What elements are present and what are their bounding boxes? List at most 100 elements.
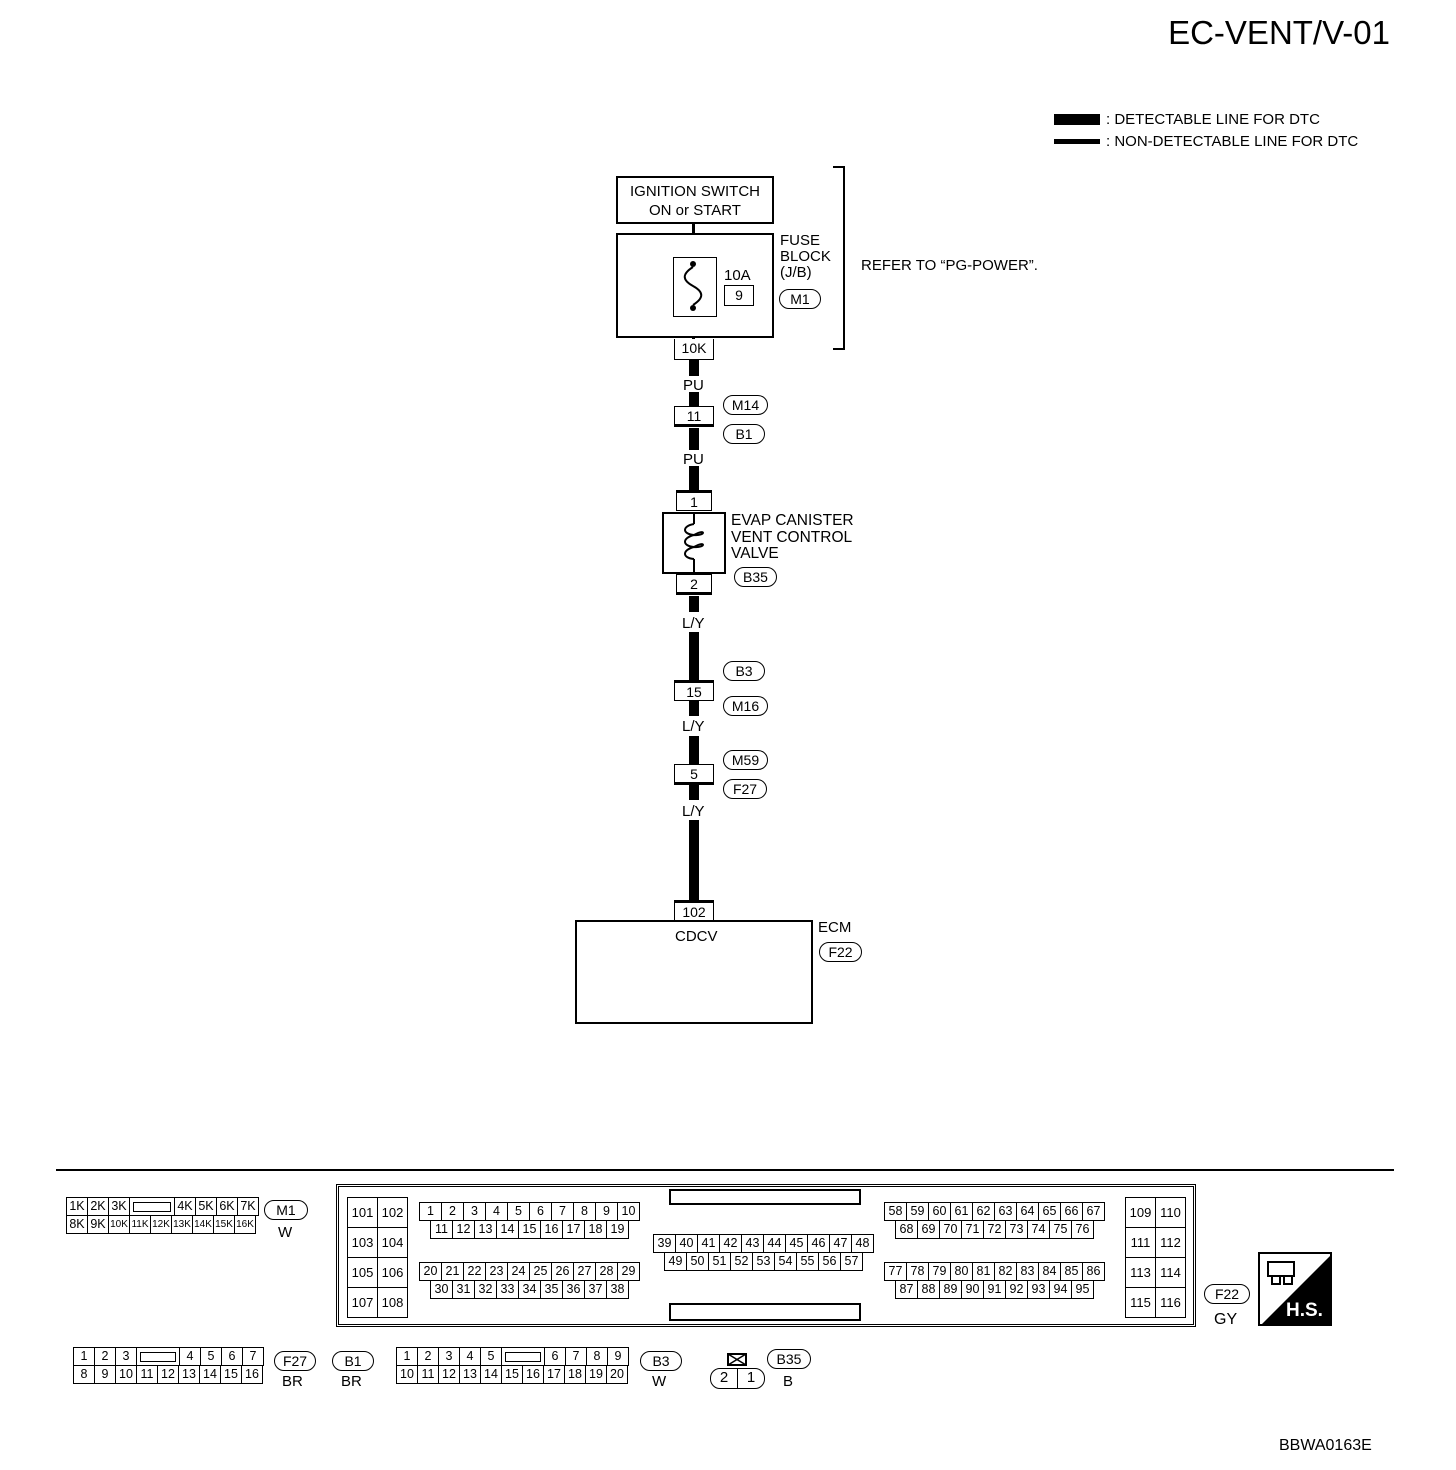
fuse-block-label-2: BLOCK [780,248,831,265]
connector-pin-cell: 1 [419,1202,442,1221]
connector-pin-cell: 12 [157,1365,179,1384]
connector-pin-cell: 50 [686,1252,709,1271]
joint-pin-5: 5 [674,764,714,785]
connector-pin-cell: 2 [417,1347,439,1366]
connector-tag-b35: B35 [734,567,777,587]
connector-pin-cell: 94 [1049,1280,1072,1299]
wire-ly-1a [689,596,699,612]
wire-ly-3a [689,784,699,800]
connector-pin-cell: 2 [441,1202,464,1221]
connector-pin-cell: 15 [501,1365,523,1384]
connector-pin-cell: 12K [150,1215,172,1234]
connector-pin-cell: 78 [906,1262,929,1281]
fuse-rating: 10A [724,267,751,284]
connector-pin-cell: 9K [87,1215,109,1234]
connector-face-tag-m1: M1 [264,1200,308,1220]
connector-pin-cell: 9 [94,1365,116,1384]
connector-pin-cell: 4 [485,1202,508,1221]
connector-pin-cell: 104 [377,1227,408,1258]
connector-pin-cell: 7 [242,1347,264,1366]
wire-ly-1b [689,632,699,680]
valve-label: EVAP CANISTER VENT CONTROL VALVE [731,512,854,563]
connector-face-tag-f27: F27 [274,1351,316,1371]
connector-pin-cell: 64 [1016,1202,1039,1221]
connector-key-slot [136,1347,180,1366]
connector-pin-cell: 53 [752,1252,775,1271]
terminal-10k: 10K [674,339,714,360]
connector-pin-cell: 105 [347,1257,378,1288]
connector-tag-b3: B3 [723,661,765,681]
connector-pin-cell: 92 [1005,1280,1028,1299]
connector-pin-cell: 77 [884,1262,907,1281]
connector-pin-cell: 112 [1155,1227,1186,1258]
connector-pin-cell: 39 [653,1234,676,1253]
wire-color-ly-3: L/Y [682,803,705,820]
valve-label-2: VENT CONTROL [731,528,853,546]
connector-pin-cell: 15K [213,1215,235,1234]
connector-pin-cell: 24 [507,1262,530,1281]
wire-color-ly-2: L/Y [682,718,705,735]
connector-pin-cell: 42 [719,1234,742,1253]
valve-pin-1: 1 [676,490,712,511]
fuse-block-box: 10A 9 [616,233,774,338]
connector-color-f22: GY [1214,1311,1238,1328]
connector-key-bar [133,1201,171,1212]
connector-pin-cell: 14 [199,1365,221,1384]
connector-pin-cell: 31 [452,1280,475,1299]
connector-key-bar [140,1351,176,1362]
legend-detectable: : DETECTABLE LINE FOR DTC [1054,111,1320,128]
connector-pin-cell: 12 [438,1365,460,1384]
connector-pin-cell: 16 [522,1365,544,1384]
wire-pu-1b [689,392,699,406]
connector-tag-f27: F27 [723,779,767,799]
connector-pin-cell: 114 [1155,1257,1186,1288]
fuse-element [673,257,717,317]
connector-pin-cell: 5 [507,1202,530,1221]
connector-pin-cell: 60 [928,1202,951,1221]
connector-pin-cell: 93 [1027,1280,1050,1299]
connector-pin-cell: 10 [115,1365,137,1384]
connector-pin-cell: 47 [829,1234,852,1253]
connector-pin-cell: 46 [807,1234,830,1253]
connector-key-slot [129,1197,175,1216]
connector-pin-cell: 5 [480,1347,502,1366]
connector-face-tag-f22: F22 [1204,1284,1250,1304]
connector-pin-cell: 16K [234,1215,256,1234]
connector-pin-cell: 44 [763,1234,786,1253]
connector-pin-cell: 110 [1155,1197,1186,1228]
connector-pin-cell: 48 [851,1234,874,1253]
connector-face-tag-b35: B35 [767,1349,811,1369]
connector-pin-cell: 61 [950,1202,973,1221]
wire-color-ly-1: L/Y [682,615,705,632]
connector-pin-cell: 3 [463,1202,486,1221]
connector-pin-cell: 26 [551,1262,574,1281]
joint-pin-11: 11 [674,406,714,427]
connector-pin-cell: 36 [562,1280,585,1299]
connector-pin-cell: 82 [994,1262,1017,1281]
connector-pin-cell: 49 [664,1252,687,1271]
connector-color-b3: W [652,1373,667,1390]
wire-ly-2a [689,700,699,716]
connector-pin-cell: 56 [818,1252,841,1271]
connector-pin-cell: 1 [396,1347,418,1366]
detectable-line-swatch [1054,114,1100,125]
b35-pin-housing: 2 1 [710,1368,765,1389]
connector-pin-cell: 70 [939,1220,962,1239]
connector-pin-cell: 7K [237,1197,259,1216]
wire-color-pu-2: PU [683,451,704,468]
connector-pin-cell: 74 [1027,1220,1050,1239]
connector-tag-m16: M16 [723,696,768,716]
wire-ly-2b [689,736,699,764]
connector-pin-cell: 4 [459,1347,481,1366]
figure-id: BBWA0163E [1279,1437,1372,1454]
ecm-signal: CDCV [675,928,718,945]
connector-pin-cell: 69 [917,1220,940,1239]
connector-pin-cell: 113 [1125,1257,1156,1288]
